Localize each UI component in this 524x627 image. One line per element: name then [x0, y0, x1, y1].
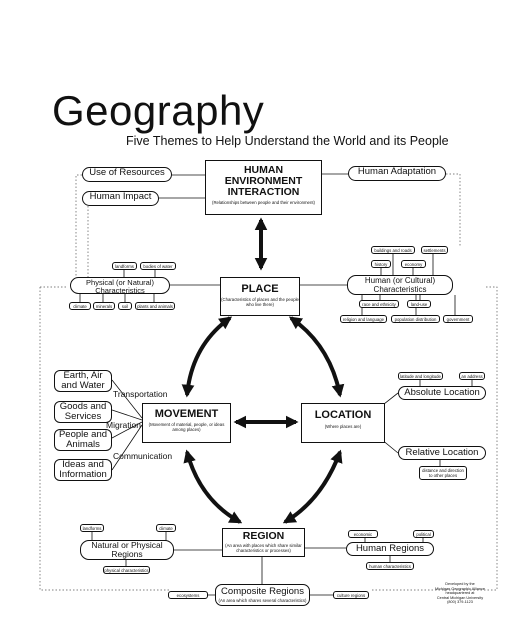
- dotted-connector: [82, 197, 89, 277]
- location-subtext: (Where places are): [324, 424, 362, 429]
- connector-line: [380, 253, 434, 275]
- detail-landforms: landforms: [112, 262, 137, 270]
- detail-an-address: an address: [459, 372, 485, 380]
- dotted-connector: [446, 173, 461, 247]
- dotted-connector: [39, 286, 68, 591]
- credit-line: (800) 379-1123: [447, 600, 473, 605]
- detail-political: political: [413, 530, 434, 538]
- human-regions: Human Regions: [346, 542, 434, 556]
- detail-history: history: [371, 260, 391, 268]
- hei-subtext: (Relationships between people and their …: [212, 200, 315, 205]
- page-title: Geography: [52, 87, 265, 134]
- double-arrow: [183, 449, 243, 524]
- detail-religion-and-language: religion and language: [340, 315, 387, 323]
- detail-soil: soil: [118, 302, 132, 310]
- relative-location: Relative Location: [398, 446, 486, 460]
- credit-line: headquartered at: [445, 591, 475, 596]
- detail-minerals: minerals: [93, 302, 115, 310]
- connector-line: [111, 379, 143, 471]
- location-heading: LOCATION: [314, 409, 372, 421]
- connector-line: [91, 532, 167, 541]
- region-box: REGION (An area with places which share …: [222, 528, 305, 557]
- human-impact: Human Impact: [82, 191, 159, 206]
- mode-transportation: Transportation: [113, 389, 168, 399]
- physical-characteristics: Physical (or Natural) Characteristics: [70, 277, 170, 294]
- place-box: PLACE (Characteristics of places and the…: [220, 277, 300, 316]
- absolute-location: Absolute Location: [398, 386, 486, 400]
- location-box: LOCATION (Where places are): [301, 403, 385, 443]
- detail-physical-characteristics: physical characteristics: [103, 566, 150, 574]
- detail-region-landforms: landforms: [80, 524, 104, 532]
- credit-line: Michigan Geographic Alliance: [434, 586, 486, 591]
- double-arrow: [288, 316, 345, 398]
- detail-latitude-longitude: latitude and longitude: [398, 372, 443, 380]
- movement-box: MOVEMENT (Movement of material, people, …: [142, 403, 231, 443]
- detail-government: government: [443, 315, 473, 323]
- hei-heading: HUMAN ENVIRONMENT INTERACTION: [224, 164, 303, 198]
- human-adaptation: Human Adaptation: [348, 166, 446, 181]
- detail-climate: climate: [69, 302, 91, 310]
- movement-subtext: (Movement of material, people, or ideas …: [148, 422, 225, 432]
- mode-communication: Communication: [113, 451, 173, 461]
- detail-settlements: settlements: [421, 246, 448, 254]
- place-subtext: (Characteristics of places and the peopl…: [221, 297, 299, 307]
- double-arrow: [181, 316, 233, 398]
- detail-population-distribution: population distribution: [391, 315, 440, 323]
- detail-land-use: land-use: [407, 300, 431, 308]
- human-characteristics: Human (or Cultural) Characteristics: [347, 275, 453, 295]
- composite-regions-subtext: (An area which shares several characteri…: [218, 597, 307, 603]
- mode-migration: Migration: [106, 420, 141, 430]
- use-of-resources: Use of Resources: [82, 167, 172, 182]
- detail-culture-regions: culture regions: [333, 591, 369, 599]
- detail-bodies-of-water: bodies of water: [140, 262, 176, 270]
- page-subtitle: Five Themes to Help Understand the World…: [126, 134, 449, 148]
- composite-regions-label: Composite Regions: [221, 586, 304, 597]
- composite-regions: Composite Regions (An area which shares …: [215, 584, 310, 606]
- place-heading: PLACE: [241, 283, 279, 295]
- connector-line: [123, 270, 156, 278]
- hei-box: HUMAN ENVIRONMENT INTERACTION (Relations…: [205, 160, 322, 215]
- movement-ideas-information: Ideas and Information: [54, 459, 112, 481]
- region-heading: REGION: [242, 530, 285, 542]
- natural-physical-regions: Natural or Physical Regions: [80, 540, 174, 560]
- detail-race-and-ethnicity: race and ethnicity: [359, 300, 399, 308]
- movement-goods-services: Goods and Services: [54, 401, 112, 423]
- detail-ecosystems: ecosystems: [168, 591, 208, 599]
- connector-line: [79, 294, 155, 302]
- detail-economy: economy: [401, 260, 426, 268]
- detail-buildings-and-roads: buildings and roads: [371, 246, 415, 254]
- dotted-connector: [482, 286, 498, 591]
- detail-economic: economic: [348, 530, 378, 538]
- connector-line: [419, 380, 473, 387]
- detail-region-climate: climate: [156, 524, 176, 532]
- detail-human-characteristics: human characteristics: [366, 562, 414, 570]
- credit-line: Central Michigan University: [436, 595, 484, 600]
- credit-block: Developed by the Michigan Geographic All…: [420, 582, 500, 605]
- region-subtext: (An area with places which share similar…: [225, 543, 302, 553]
- double-arrow: [282, 449, 343, 524]
- dotted-connector: [75, 174, 82, 277]
- movement-earth-air-water: Earth, Air and Water: [54, 370, 112, 392]
- movement-people-animals: People and Animals: [54, 429, 112, 451]
- credit-line: Developed by the: [445, 582, 475, 586]
- movement-heading: MOVEMENT: [154, 408, 219, 420]
- detail-distance-direction: distance and direction to other places: [419, 466, 467, 480]
- detail-plants-and-animals: plants and animals: [135, 302, 175, 310]
